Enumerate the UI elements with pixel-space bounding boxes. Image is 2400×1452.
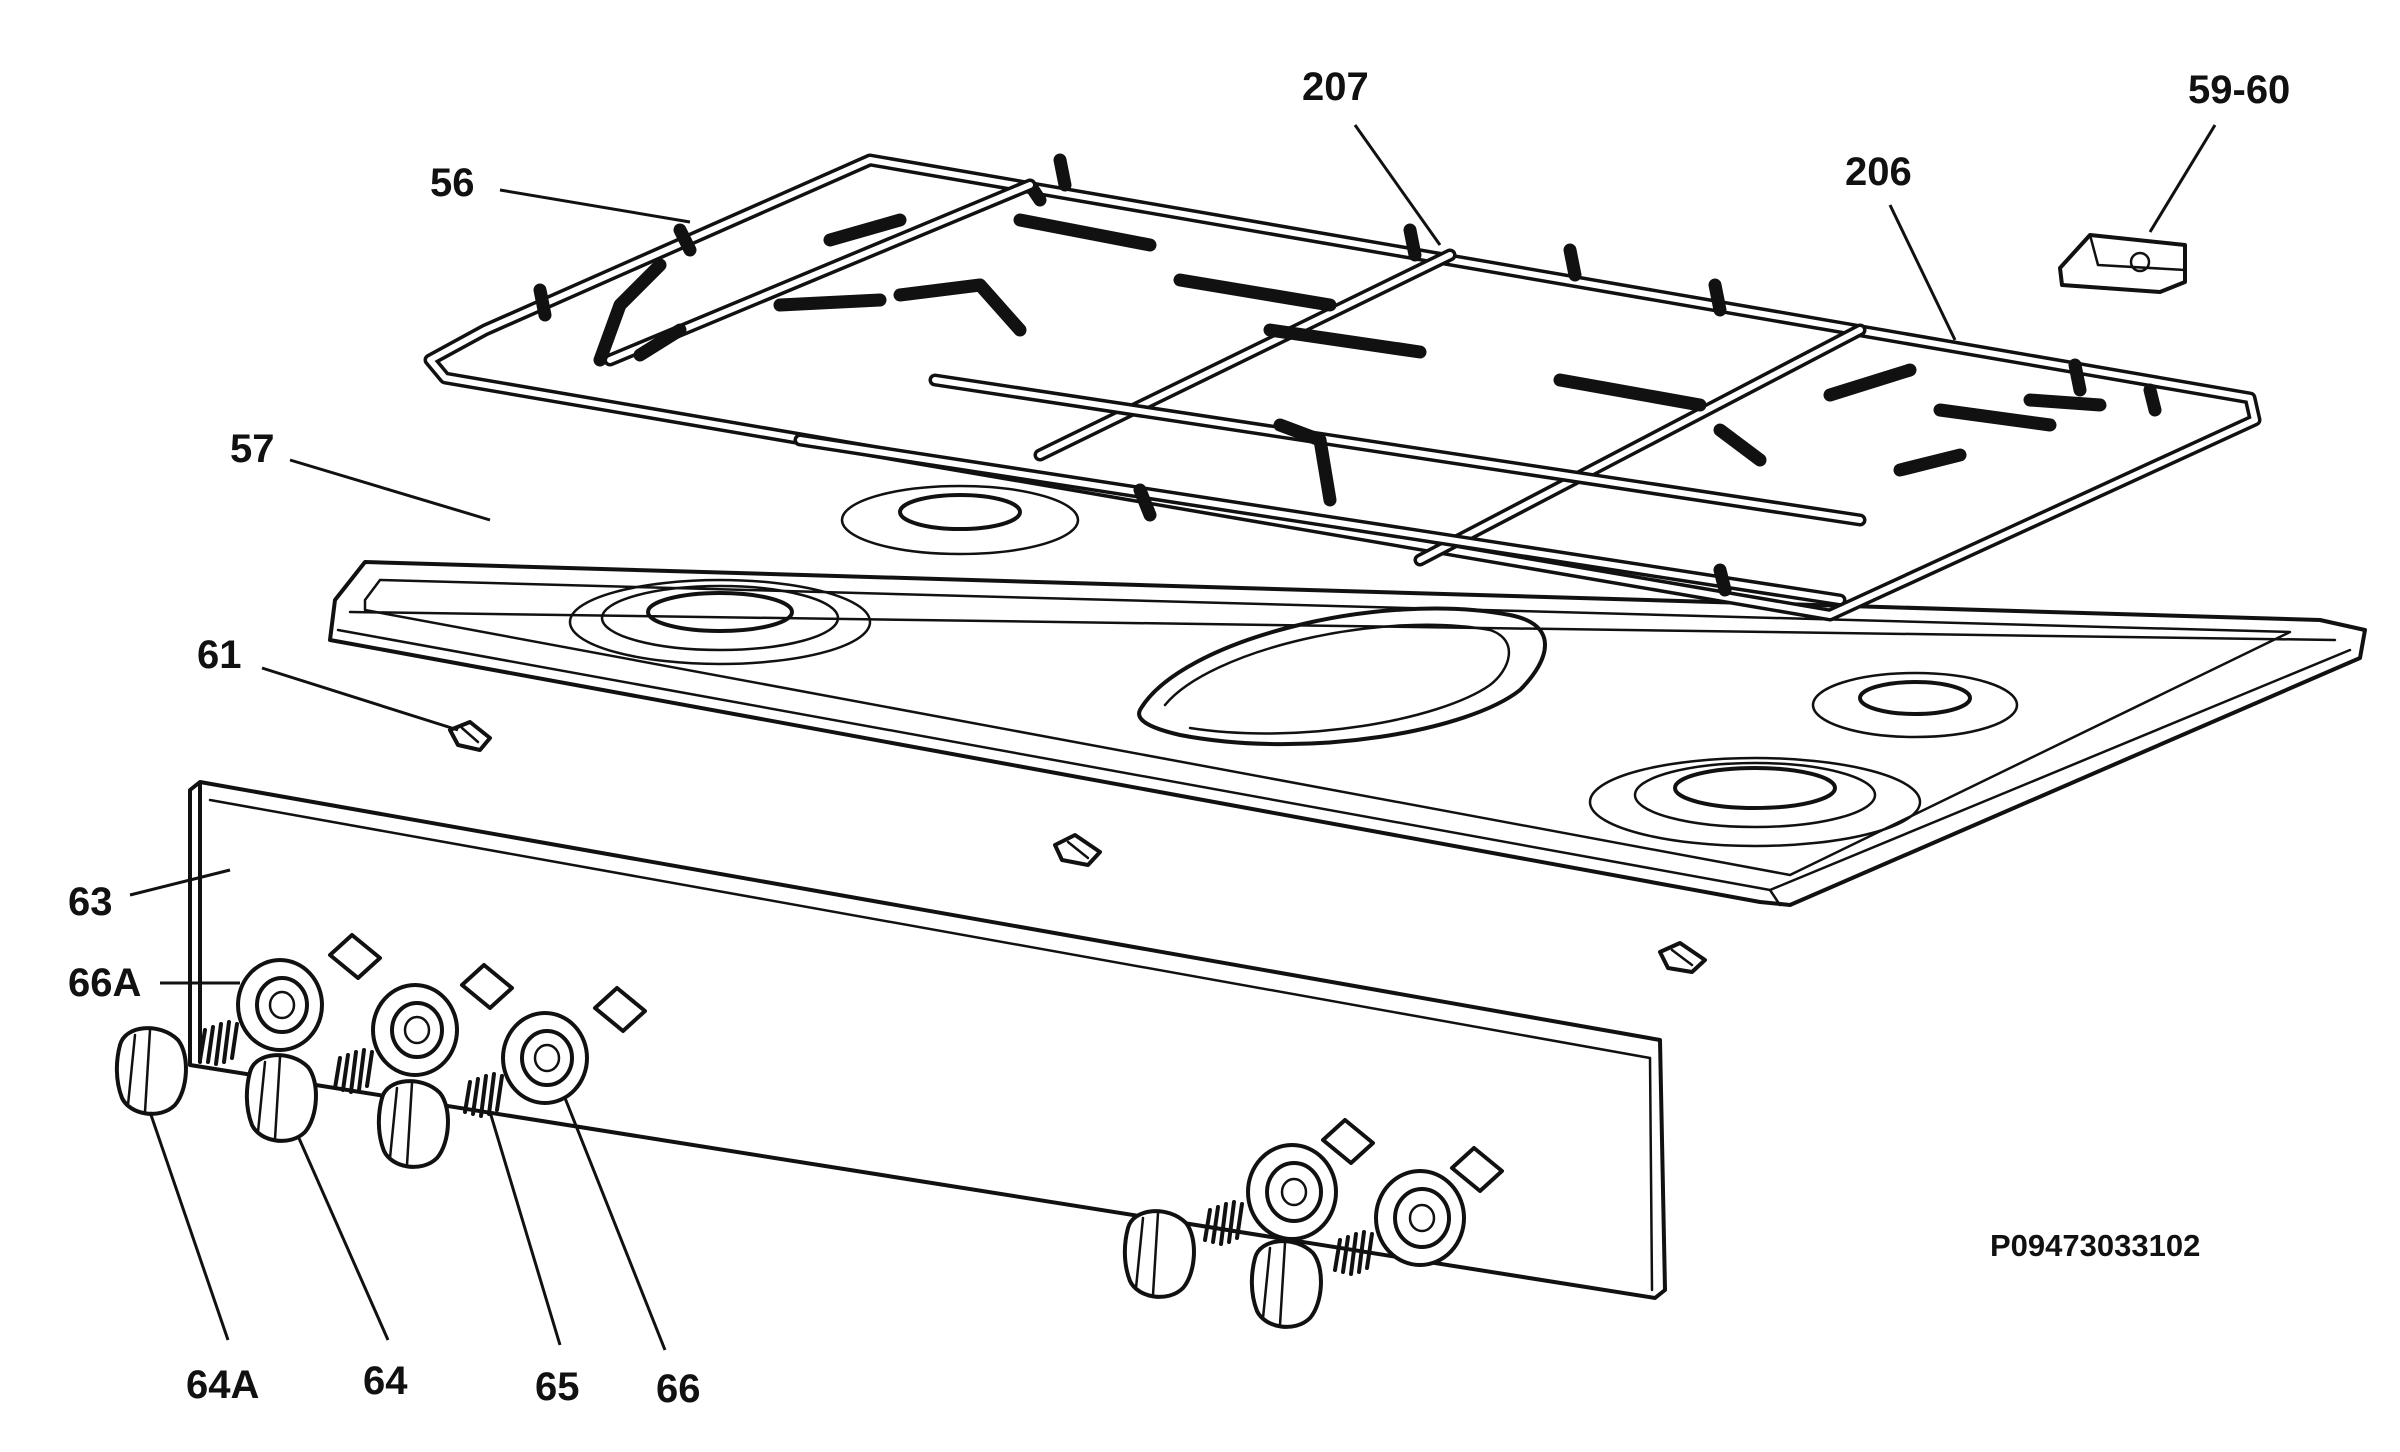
label-64: 64 bbox=[363, 1359, 408, 1403]
leader-207 bbox=[1353, 124, 1442, 246]
spring-4 bbox=[1203, 1200, 1244, 1246]
leader-64a bbox=[148, 1111, 230, 1341]
leader-57 bbox=[289, 458, 491, 522]
spring-65 bbox=[463, 1072, 504, 1118]
leader-206 bbox=[1888, 204, 1957, 341]
leader-lines bbox=[129, 124, 2217, 1351]
knob-ring-5 bbox=[1374, 1169, 1466, 1267]
leader-56 bbox=[499, 188, 691, 224]
part-labels: 56 207 206 59-60 57 61 63 66A 64A 64 65 … bbox=[68, 65, 2290, 1411]
knob-4 bbox=[1122, 1209, 1196, 1299]
leader-59-60 bbox=[2148, 124, 2217, 233]
label-57: 57 bbox=[230, 427, 275, 471]
leader-65 bbox=[488, 1111, 562, 1346]
knob-ring-4 bbox=[1246, 1143, 1338, 1241]
knob-3 bbox=[376, 1079, 450, 1169]
burner-right-front bbox=[1588, 756, 1922, 848]
label-66a: 66A bbox=[68, 961, 141, 1005]
label-63: 63 bbox=[68, 880, 113, 924]
pan-support-grids bbox=[423, 153, 2262, 622]
leader-61 bbox=[261, 666, 459, 732]
knob-ring-66a bbox=[236, 958, 324, 1052]
label-64a: 64A bbox=[186, 1363, 259, 1407]
knob-5 bbox=[1249, 1239, 1323, 1329]
label-207: 207 bbox=[1302, 65, 1369, 109]
leader-63 bbox=[129, 868, 231, 897]
spring-5 bbox=[1333, 1230, 1374, 1276]
knob-ring-66 bbox=[501, 1011, 589, 1105]
burner-center-wok bbox=[1137, 606, 1547, 747]
label-56: 56 bbox=[430, 161, 475, 205]
label-61: 61 bbox=[197, 633, 242, 677]
label-206: 206 bbox=[1845, 150, 1912, 194]
hob-top-plate bbox=[328, 484, 2367, 907]
label-65: 65 bbox=[535, 1365, 580, 1409]
burner-rear-left bbox=[840, 484, 1080, 556]
clip-left bbox=[448, 720, 492, 752]
spring-2 bbox=[333, 1048, 374, 1094]
label-59-60: 59-60 bbox=[2188, 68, 2290, 112]
burner-right-small bbox=[1811, 671, 2019, 739]
clip-right bbox=[1658, 941, 1707, 974]
reference-code: P09473033102 bbox=[1990, 1228, 2200, 1263]
label-66: 66 bbox=[656, 1367, 701, 1411]
spring-1 bbox=[198, 1020, 239, 1066]
knob-64a bbox=[114, 1026, 188, 1116]
clip-center bbox=[1053, 833, 1102, 867]
knob-assemblies bbox=[114, 933, 1504, 1329]
accessory-part bbox=[2058, 233, 2187, 294]
leader-64 bbox=[296, 1135, 390, 1341]
knob-64 bbox=[244, 1053, 318, 1143]
knob-ring-2 bbox=[371, 983, 459, 1077]
leader-66 bbox=[563, 1097, 667, 1351]
burner-left-large bbox=[568, 578, 872, 666]
